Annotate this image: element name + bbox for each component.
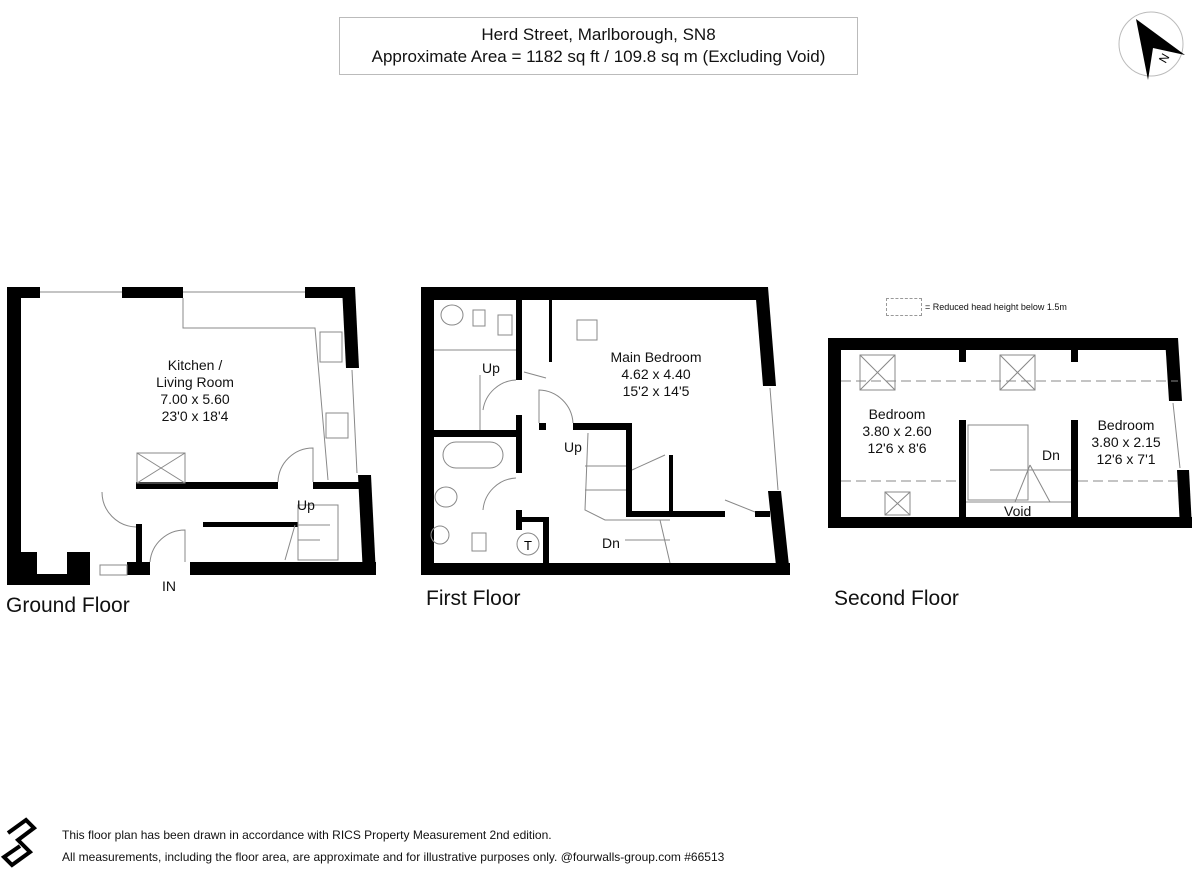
room-metric: 3.80 x 2.60 [862, 423, 932, 439]
legend-text: = Reduced head height below 1.5m [925, 302, 1067, 312]
room-name: Main Bedroom [610, 349, 702, 365]
first-floor-plan: T [421, 287, 790, 575]
plan-title-box: Herd Street, Marlborough, SN8 Approximat… [339, 17, 858, 75]
room-metric: 7.00 x 5.60 [160, 391, 230, 407]
room-name: Bedroom [868, 406, 926, 422]
ground-floor-plan [7, 287, 376, 585]
fourwalls-logo [0, 817, 38, 868]
svg-text:N: N [1156, 51, 1172, 66]
main-bedroom: Main Bedroom 4.62 x 4.40 15'2 x 14'5 [591, 349, 721, 400]
first-stairs-up-1: Up [482, 360, 500, 376]
room-metric: 3.80 x 2.15 [1091, 434, 1161, 450]
room-name-line2: Living Room [156, 374, 234, 390]
dashed-area-swatch [886, 298, 922, 316]
area-summary: Approximate Area = 1182 sq ft / 109.8 sq… [371, 47, 826, 66]
first-stairs-down: Dn [602, 535, 620, 551]
ground-floor-label: Ground Floor [6, 594, 130, 617]
disclaimer-line-1: This floor plan has been drawn in accord… [62, 828, 552, 842]
first-floor-label: First Floor [426, 587, 521, 610]
second-floor-label: Second Floor [834, 587, 959, 610]
legend: = Reduced head height below 1.5m [886, 298, 1067, 316]
tank-label: T [524, 538, 532, 553]
disclaimer-line-2: All measurements, including the floor ar… [62, 850, 725, 864]
second-stairs-down: Dn [1042, 447, 1060, 463]
ground-stairs-up: Up [297, 497, 315, 513]
second-floor-plan [828, 338, 1192, 528]
first-stairs-up-2: Up [564, 439, 582, 455]
room-imperial: 12'6 x 7'1 [1096, 451, 1156, 467]
kitchen-living-room: Kitchen / Living Room 7.00 x 5.60 23'0 x… [130, 357, 260, 425]
room-imperial: 12'6 x 8'6 [867, 440, 927, 456]
bedroom-3: Bedroom 3.80 x 2.15 12'6 x 7'1 [1066, 417, 1186, 468]
room-imperial: 23'0 x 18'4 [161, 408, 229, 424]
room-imperial: 15'2 x 14'5 [622, 383, 690, 399]
void-label: Void [1004, 503, 1032, 519]
room-metric: 4.62 x 4.40 [621, 366, 691, 382]
entrance-label: IN [162, 578, 176, 594]
room-name: Bedroom [1097, 417, 1155, 433]
bedroom-2: Bedroom 3.80 x 2.60 12'6 x 8'6 [837, 406, 957, 457]
footer-disclaimer: This floor plan has been drawn in accord… [62, 824, 724, 868]
address: Herd Street, Marlborough, SN8 [481, 25, 716, 44]
room-name: Kitchen / [167, 357, 223, 373]
north-arrow-icon: N [1118, 11, 1185, 80]
